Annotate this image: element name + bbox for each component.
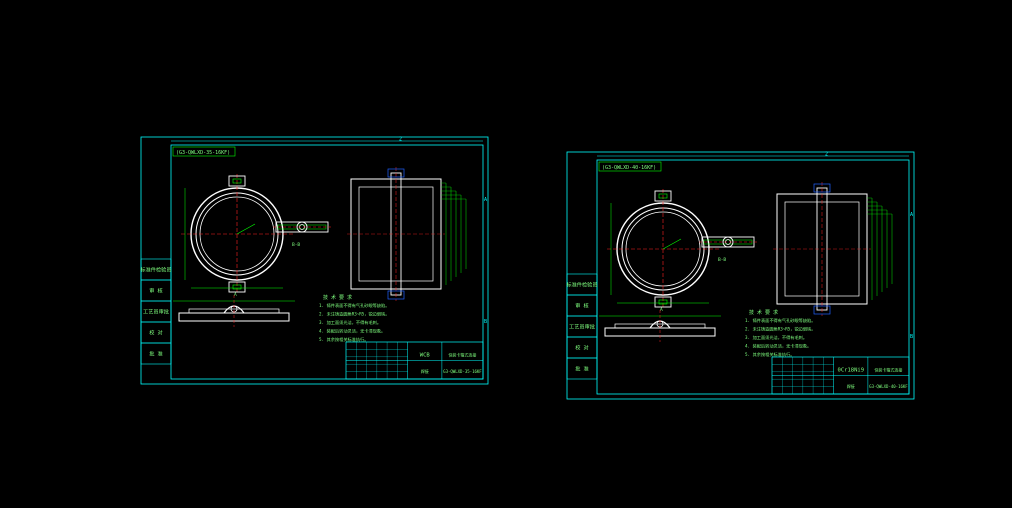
side-label: 批 准 xyxy=(575,365,589,373)
detail-view xyxy=(699,236,757,248)
header-tag: (G3-QWLXD-35-16KF) xyxy=(176,150,230,156)
side-label: 批 准 xyxy=(149,350,163,358)
lug-top-bolt xyxy=(658,193,668,199)
detail-view xyxy=(273,221,331,233)
section-cap-top xyxy=(813,183,831,193)
detail-hole xyxy=(296,221,308,233)
title-part: 焊接 xyxy=(847,383,855,389)
lug-bottom-bolt xyxy=(658,299,668,305)
lug-bottom xyxy=(654,296,672,308)
outer-frame xyxy=(566,151,915,400)
side-label: 审 核 xyxy=(149,287,163,295)
title-drawing-no: G3-QWLXD-35-16KF xyxy=(443,369,482,374)
inner-frame xyxy=(596,159,910,395)
inner-frame xyxy=(170,144,484,380)
zone-marker-right-a: A xyxy=(910,212,913,218)
detail-hole xyxy=(722,236,734,248)
title-block xyxy=(345,341,484,380)
lug-bottom xyxy=(228,281,246,293)
lug-top xyxy=(228,175,246,187)
section-cap-bottom xyxy=(813,305,831,315)
header-tag: (G3-QWLXD-40-16KF) xyxy=(602,165,656,171)
zone-marker-right-a: A xyxy=(484,197,487,203)
note-line: 5. 其余按相关标准执行。 xyxy=(319,336,368,343)
outer-frame xyxy=(140,136,489,385)
side-cell xyxy=(140,342,172,365)
ring-view xyxy=(181,174,293,293)
zone-marker-top: 2 xyxy=(399,137,402,143)
radius-leader xyxy=(662,238,682,250)
note-line: 3. 加工面须光洁，不得有毛刺。 xyxy=(319,319,381,326)
side-cell xyxy=(566,357,598,380)
side-label: 工艺员审批 xyxy=(143,308,169,316)
header-tag-box xyxy=(172,146,236,157)
note-line: 2. 未注铸造圆角R3~R5，锐边倒钝。 xyxy=(745,326,815,333)
zone-marker-right-b: B xyxy=(910,334,913,340)
lug-bottom-bolt xyxy=(232,284,242,290)
ring-view xyxy=(607,189,719,308)
title-drawing-no: G3-QWLXD-40-16KF xyxy=(869,384,908,389)
zone-marker-right-b: B xyxy=(484,319,487,325)
section-cap-top xyxy=(387,168,405,178)
title-code: 0Cr18Ni9 xyxy=(838,368,865,374)
title-name: 快装卡箍式连接 xyxy=(448,352,476,358)
side-label: 标准件检验员 xyxy=(566,281,597,289)
header-tag-box xyxy=(598,161,662,172)
section-cap-bottom xyxy=(387,290,405,300)
note-line: 1. 铸件表面不得有气孔砂眼等缺陷。 xyxy=(745,317,815,324)
note-line: 4. 装配后转动灵活，无卡滞现象。 xyxy=(319,328,385,335)
title-name: 快装卡箍式连接 xyxy=(874,367,902,373)
notes-title: 技 术 要 求 xyxy=(749,309,778,316)
notes-title: 技 术 要 求 xyxy=(323,294,352,301)
note-line: 5. 其余按相关标准执行。 xyxy=(745,351,794,358)
section-view xyxy=(347,167,467,301)
side-label: 校 对 xyxy=(575,344,589,352)
elevation-view xyxy=(599,310,721,342)
view-label-a: A xyxy=(660,307,663,313)
side-label: 工艺员审批 xyxy=(569,323,595,331)
note-line: 4. 装配后转动灵活，无卡滞现象。 xyxy=(745,343,811,350)
title-code: WCB xyxy=(420,353,431,359)
note-line: 1. 铸件表面不得有气孔砂眼等缺陷。 xyxy=(319,302,389,309)
note-line: 3. 加工面须光洁，不得有毛刺。 xyxy=(745,334,807,341)
note-line: 2. 未注铸造圆角R3~R5，锐边倒钝。 xyxy=(319,311,389,318)
title-block xyxy=(771,356,910,395)
radius-leader xyxy=(236,223,256,235)
view-label-b: B-B xyxy=(292,242,300,248)
side-label: 标准件检验员 xyxy=(140,266,171,274)
elevation-view xyxy=(173,295,295,327)
side-label: 审 核 xyxy=(575,302,589,310)
view-label-b: B-B xyxy=(718,257,726,263)
lug-top xyxy=(654,190,672,202)
side-label: 校 对 xyxy=(149,329,163,337)
view-label-a: A xyxy=(234,292,237,298)
title-part: 焊接 xyxy=(421,368,429,374)
section-view xyxy=(773,182,893,316)
lug-top-bolt xyxy=(232,178,242,184)
zone-marker-top: 2 xyxy=(825,152,828,158)
